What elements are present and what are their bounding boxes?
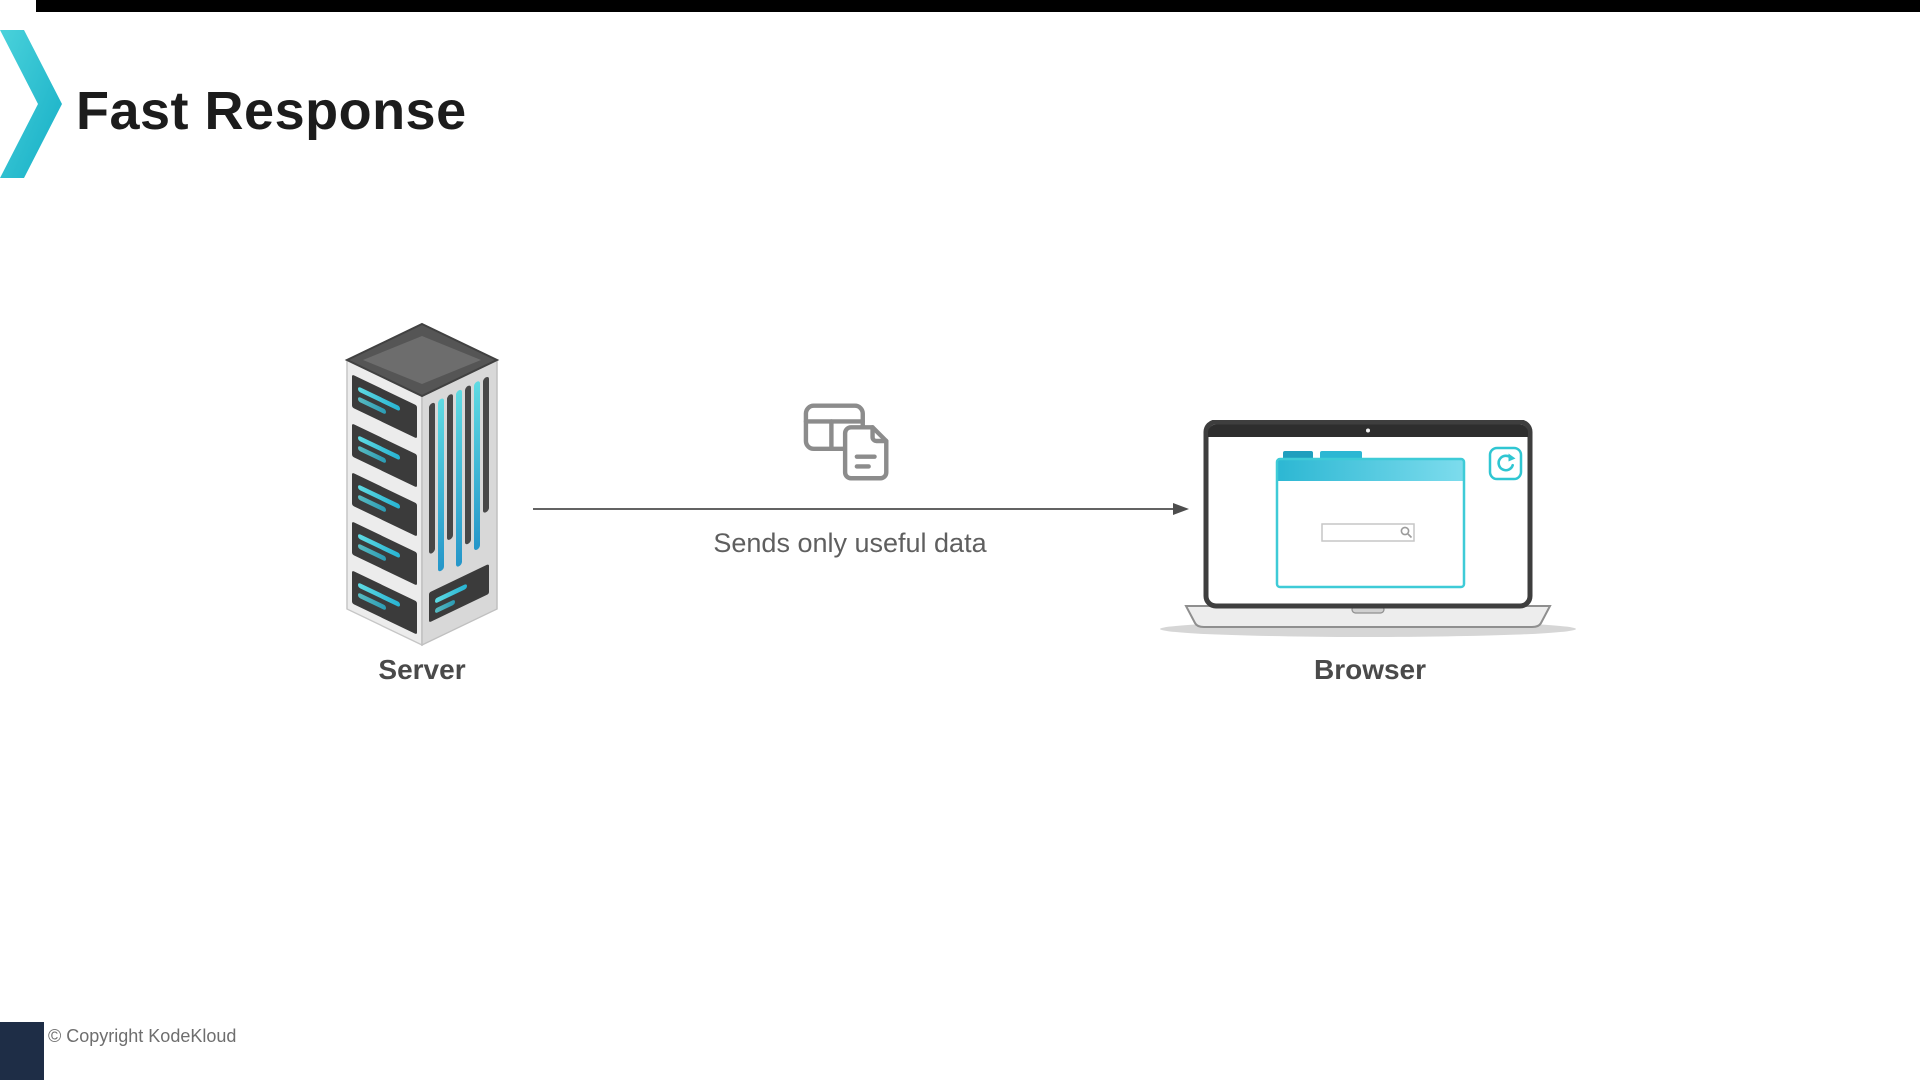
kodekloud-chevron-icon	[0, 30, 62, 178]
refresh-icon[interactable]	[1488, 446, 1523, 481]
magnifier-icon	[1400, 526, 1413, 539]
browser-window-border	[1275, 457, 1466, 589]
arrow-caption: Sends only useful data	[713, 528, 987, 558]
server-side-face	[421, 358, 498, 647]
server-top-face	[344, 322, 500, 398]
server-rack-modules	[352, 375, 417, 634]
table-document-icon	[803, 403, 889, 481]
top-accent-bar	[36, 0, 1920, 12]
server-front-face	[346, 358, 423, 647]
browser-illustration	[1160, 420, 1576, 637]
server-label: Server	[378, 654, 466, 685]
request-arrow	[533, 503, 1189, 515]
slide-title: Fast Response	[76, 81, 467, 141]
browser-window	[1275, 451, 1466, 589]
server-illustration	[344, 322, 500, 647]
laptop-base	[1184, 605, 1552, 628]
corner-accent	[0, 1022, 44, 1080]
browser-header	[1277, 459, 1464, 481]
server-light-bars	[429, 376, 489, 572]
arrowhead	[1173, 503, 1189, 515]
copyright-text: © Copyright KodeKloud	[48, 1026, 237, 1046]
camera-dot-icon	[1366, 428, 1370, 433]
search-input[interactable]	[1321, 523, 1415, 542]
browser-label: Browser	[1313, 654, 1427, 685]
